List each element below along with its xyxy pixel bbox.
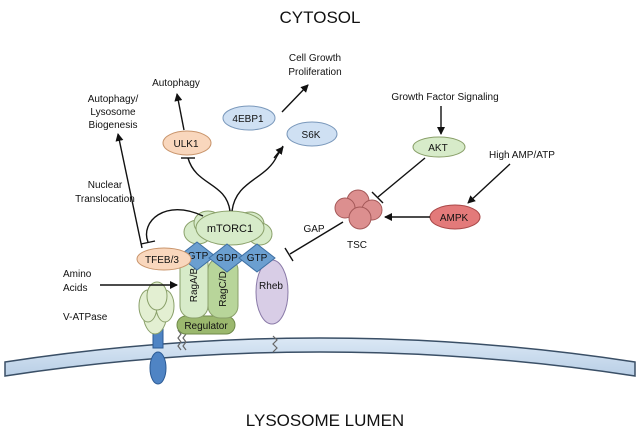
lysosome-lumen-title: LYSOSOME LUMEN bbox=[246, 411, 404, 430]
nuclear-translocation-label-line1: Nuclear bbox=[88, 180, 123, 191]
mtorc1-label: mTORC1 bbox=[207, 223, 253, 235]
autophagy-label: Autophagy bbox=[152, 78, 200, 89]
amino-acids-label-line1: Amino bbox=[63, 269, 92, 280]
lysosome-membrane bbox=[4, 337, 636, 377]
regulator-label: Regulator bbox=[184, 321, 228, 332]
arrow-to-s6k bbox=[273, 146, 284, 159]
arrow-mtorc1-to-cell-growth bbox=[231, 145, 284, 212]
cytosol-title: CYTOSOL bbox=[280, 8, 361, 27]
mtorc1-complex: mTORC1 bbox=[183, 210, 273, 246]
rheb-label: Rheb bbox=[259, 281, 283, 292]
ulk1-label: ULK1 bbox=[173, 139, 198, 150]
arrow-high-amp-to-ampk bbox=[467, 163, 511, 204]
tfeb3-node: TFEB/3 bbox=[136, 247, 192, 271]
inhibit-bar-rheb bbox=[284, 247, 294, 262]
arrow-to-cell-growth bbox=[281, 84, 309, 113]
tfeb3-label: TFEB/3 bbox=[145, 255, 179, 266]
cell-growth-label-line2: Proliferation bbox=[288, 67, 341, 78]
inhibit-akt-to-tsc bbox=[377, 157, 426, 198]
inhibit-mtorc1-to-tfeb bbox=[145, 209, 204, 243]
s6k-label: S6K bbox=[302, 130, 321, 141]
arrow-tfeb-to-lysosome-biogenesis bbox=[115, 133, 143, 249]
amino-acids-label-line2: Acids bbox=[63, 283, 87, 294]
akt-label: AKT bbox=[428, 143, 447, 154]
autophagy-lysosome-label-line3: Biogenesis bbox=[89, 120, 138, 131]
v-atpase-label: V-ATPase bbox=[63, 312, 108, 323]
gdp-ragc-badge: GDP bbox=[208, 243, 246, 273]
gdp-ragc-label: GDP bbox=[216, 253, 238, 264]
autophagy-lysosome-label-line2: Lysosome bbox=[90, 107, 136, 118]
inhibit-tsc-to-rheb bbox=[289, 221, 344, 255]
rheb-node: Rheb bbox=[255, 259, 289, 325]
annotation-labels: Autophagy Autophagy/ Lysosome Biogenesis… bbox=[63, 53, 555, 323]
inhibit-bar-tsc-akt bbox=[371, 191, 384, 204]
growth-factor-label: Growth Factor Signaling bbox=[391, 92, 498, 103]
ragc-d-label: RagC/D bbox=[218, 271, 229, 307]
4ebp1-node: 4EBP1 bbox=[222, 105, 276, 131]
gtp-raga-label: GTP bbox=[188, 251, 209, 262]
akt-node: AKT bbox=[412, 136, 466, 158]
4ebp1-label: 4EBP1 bbox=[232, 114, 264, 125]
cell-growth-label-line1: Cell Growth bbox=[289, 53, 341, 64]
s6k-node: S6K bbox=[286, 121, 338, 147]
inhibit-bar-tfeb bbox=[140, 240, 156, 245]
ampk-label: AMPK bbox=[440, 213, 469, 224]
ulk1-node: ULK1 bbox=[162, 130, 212, 156]
tsc-complex: TSC bbox=[334, 189, 383, 251]
arrow-ulk1-to-autophagy bbox=[174, 93, 185, 131]
inhibit-mtorc1-to-ulk1 bbox=[187, 157, 231, 212]
gtp-rheb-badge: GTP bbox=[238, 243, 276, 273]
regulator-node: Regulator bbox=[176, 315, 236, 335]
signaling-edges bbox=[100, 84, 511, 289]
high-amp-atp-label: High AMP/ATP bbox=[489, 150, 555, 161]
gtp-rheb-label: GTP bbox=[247, 253, 268, 264]
raga-b-label: RagA/B bbox=[189, 267, 200, 302]
gap-label: GAP bbox=[303, 224, 324, 235]
tsc-label: TSC bbox=[347, 240, 367, 251]
nuclear-translocation-label-line2: Translocation bbox=[75, 194, 135, 205]
v-atpase-complex bbox=[138, 281, 175, 385]
autophagy-lysosome-label-line1: Autophagy/ bbox=[88, 94, 139, 105]
ampk-node: AMPK bbox=[429, 204, 481, 230]
